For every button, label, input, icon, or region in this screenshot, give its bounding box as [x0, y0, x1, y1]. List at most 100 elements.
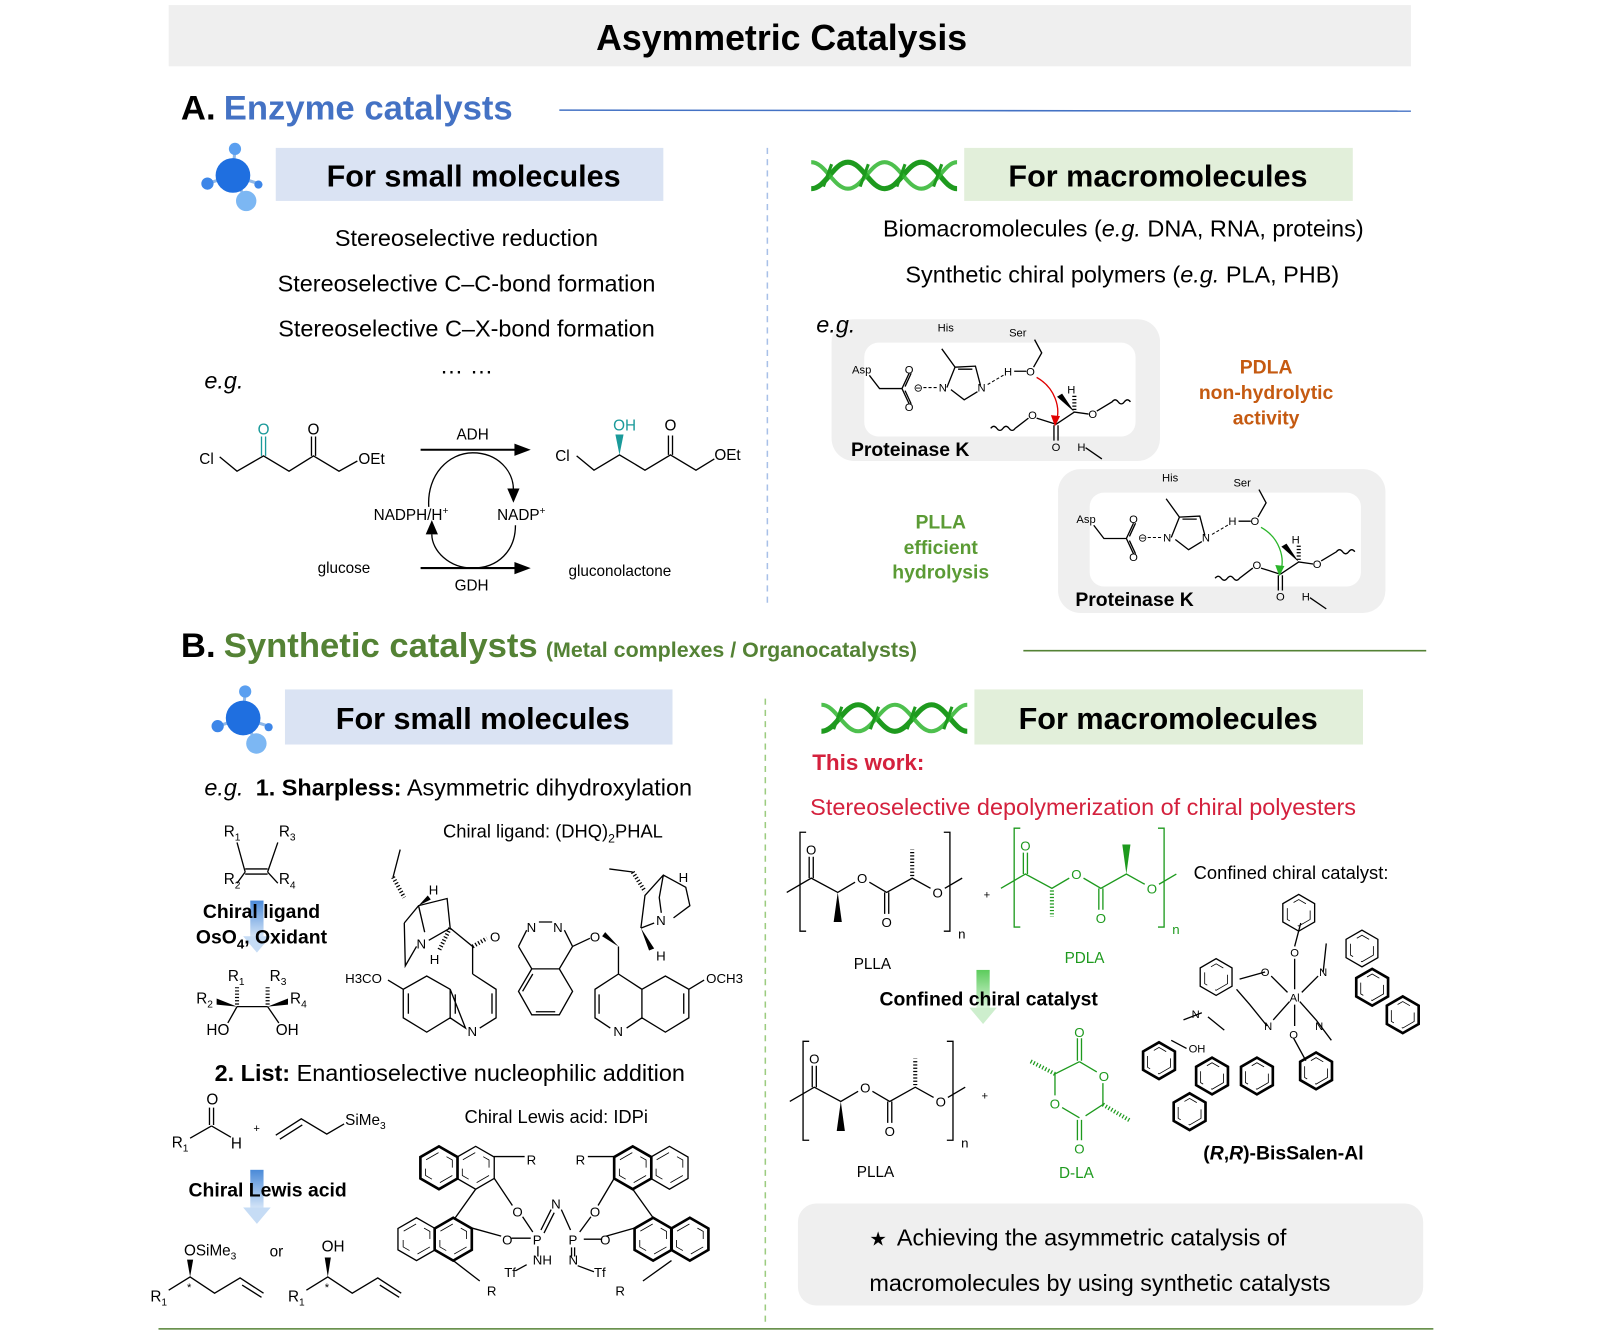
naphthyl-ring — [456, 1145, 495, 1190]
atom-label: N — [551, 1197, 561, 1212]
mechanism-inner — [1089, 492, 1361, 587]
lewis-acid-label: Chiral Lewis acid: IDPi — [464, 1106, 648, 1127]
atom-label: H — [1077, 442, 1085, 454]
naphthyl-ring — [633, 1216, 674, 1263]
salen-aryl-ring — [1354, 967, 1390, 1008]
atom-label: Tf — [594, 1265, 606, 1280]
atom-label: Cl — [199, 451, 213, 468]
repeat-n: n — [958, 926, 965, 941]
reaction-arrow — [250, 900, 264, 938]
mechanism-inner — [864, 342, 1136, 437]
small-molecules-box-a — [275, 147, 664, 201]
naphthyl-ring — [669, 1216, 710, 1263]
arrow-label: Confined chiral catalyst — [879, 989, 1098, 1011]
atom-label: O — [1020, 839, 1030, 854]
catalyst-label: Confined chiral catalyst: — [1194, 862, 1389, 883]
ring-double-bonds — [1286, 899, 1311, 927]
molecule-icon — [211, 685, 273, 754]
residue-label: Ser — [1233, 477, 1251, 489]
atom-label: H — [231, 1135, 242, 1152]
cofactor-cycle-top — [428, 452, 515, 507]
residue-label: Ser — [1009, 328, 1027, 340]
atom-label: R2 — [196, 991, 213, 1011]
proteinase-k-mechanism-pdla: Asp His Ser O O ⊖ N N H O H O O O H Prot… — [1075, 472, 1356, 611]
atom-label: O — [885, 1124, 895, 1139]
ring-double-bonds — [1360, 973, 1384, 1001]
atom-label: O — [1026, 366, 1035, 378]
naphthyl-ring — [650, 1145, 689, 1190]
atom-label: O — [1096, 911, 1106, 926]
atom-label: P — [568, 1232, 577, 1247]
atom-label: O — [1088, 409, 1097, 421]
atom-label: OH — [613, 417, 636, 434]
atom-label: R4 — [290, 991, 307, 1011]
atom-label: H — [429, 882, 439, 897]
reaction-arrow — [976, 969, 990, 1009]
plus-sign: + — [253, 1123, 260, 1135]
ring-double-bonds — [639, 1223, 667, 1256]
list-item: Stereoselective reduction — [335, 225, 598, 251]
atom-label: O — [1052, 442, 1061, 454]
pdla-label: PDLA — [1065, 950, 1106, 967]
atom-label: O — [308, 421, 320, 438]
atom-label: O — [665, 417, 677, 434]
atom-label: R1 — [172, 1134, 189, 1154]
list-item: Stereoselective C–X-bond formation — [278, 316, 655, 342]
salen-aryl-ring — [1298, 1050, 1334, 1091]
adh-reaction-scheme: Cl O O OEt Cl OH O OEt ADH GDH NADPH/H+ … — [199, 417, 741, 594]
plla-structure: O O O O n — [786, 831, 965, 941]
residue-label: Asp — [852, 364, 871, 376]
atom-label: H — [1067, 385, 1075, 397]
repeat-n: n — [961, 1135, 968, 1150]
atom-label: N — [1315, 1021, 1323, 1033]
atom-label: O — [1253, 560, 1262, 572]
reagent-label: Chiral Lewis acid — [189, 1179, 347, 1201]
pdla-line: non-hydrolytic — [1199, 382, 1334, 404]
atom-label: Al — [1290, 993, 1300, 1005]
reaction-arrowhead — [243, 936, 271, 953]
plla-structure: O O O O n — [789, 1040, 969, 1150]
ring-double-bonds — [655, 1151, 684, 1184]
section-a-letter: A. — [181, 89, 216, 127]
conclusion-line-1: ★Achieving the asymmetric catalysis of — [869, 1224, 1287, 1250]
atom-label: O — [936, 1095, 946, 1110]
eg-label: e.g. — [816, 311, 855, 337]
dna-icon — [820, 702, 968, 734]
repeat-n: n — [1172, 922, 1179, 937]
pdla-title: PDLA — [1240, 356, 1293, 378]
nadp-label: NADP+ — [497, 506, 545, 524]
bissalen-al-structure: Al O O O N N N N OH — [1141, 893, 1420, 1132]
atom-label: P — [533, 1232, 542, 1247]
atom-label: O — [1147, 881, 1157, 896]
ring-double-bonds — [1390, 1001, 1415, 1029]
ring-double-bonds — [439, 1223, 468, 1256]
gluconolactone-label: gluconolactone — [568, 563, 671, 580]
atom-label: N — [977, 383, 985, 395]
atom-label: N — [1192, 1009, 1200, 1021]
section-b-heading: B.Synthetic catalysts(Metal complexes / … — [181, 627, 917, 665]
plla-title: PLLA — [915, 511, 966, 533]
nadph-label: NADPH/H+ — [374, 506, 449, 524]
atom-label: H — [430, 952, 440, 967]
atom-label: R — [487, 1283, 497, 1298]
stereocenter-mark: * — [325, 1282, 330, 1294]
atom-label: O — [1129, 552, 1138, 564]
atom-label: OH — [322, 1238, 345, 1255]
stereo-wedge — [615, 434, 624, 455]
reagent-label: OsO4, Oxidant — [196, 926, 328, 951]
atom-label: O — [1074, 1025, 1084, 1040]
salen-aryl-ring — [1199, 957, 1233, 997]
sharpless-heading: e.g.1. Sharpless: Asymmetric dihydroxyla… — [204, 775, 692, 801]
atom-label: OCH3 — [706, 971, 743, 986]
atom-label: O — [1028, 410, 1037, 422]
atom-label: H — [1228, 516, 1236, 528]
pdla-line: activity — [1233, 407, 1300, 429]
ring-double-bonds — [676, 1223, 704, 1256]
atom-label: SiMe3 — [345, 1112, 386, 1132]
atom-label: O — [1251, 516, 1260, 528]
carbonyl-teal — [260, 436, 267, 456]
charge-label: ⊖ — [1138, 533, 1147, 545]
alkene-structure: R1 R3 R2 R4 — [224, 823, 296, 891]
atom-label: R1 — [288, 1288, 305, 1308]
